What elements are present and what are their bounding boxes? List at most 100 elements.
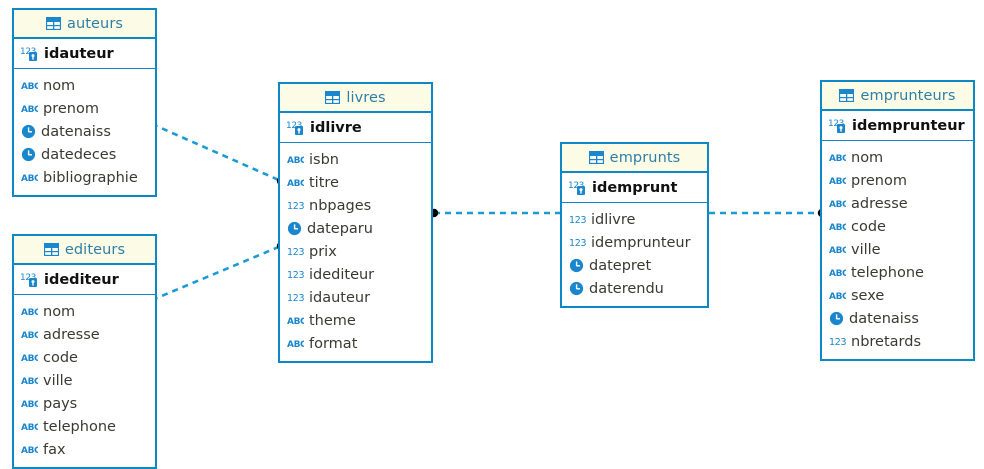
svg-text:123: 123 <box>287 293 304 304</box>
123-number-icon: 123 <box>287 245 304 258</box>
svg-text:ABC: ABC <box>829 200 846 210</box>
field-label: datepret <box>589 257 652 274</box>
field-row-daterendu[interactable]: daterendu <box>562 277 707 300</box>
field-row-nom[interactable]: ABC nom <box>822 146 973 169</box>
abc-text-icon: ABC <box>21 420 38 433</box>
svg-text:ABC: ABC <box>829 154 846 164</box>
clock-date-icon <box>569 281 584 296</box>
field-label: nom <box>43 77 76 94</box>
svg-text:ABC: ABC <box>829 292 846 302</box>
field-row-format[interactable]: ABC format <box>280 332 431 355</box>
svg-text:123: 123 <box>287 201 304 212</box>
table-name-label: emprunts <box>609 149 681 166</box>
field-label: format <box>309 335 358 352</box>
table-name-label: editeurs <box>64 241 126 258</box>
abc-text-icon: ABC <box>829 220 846 233</box>
field-label: idediteur <box>309 266 375 283</box>
relationship-livres-emprunts[interactable] <box>429 208 560 218</box>
123-number-icon: 123 <box>829 335 846 348</box>
table-header-auteurs[interactable]: auteurs <box>14 10 155 39</box>
clock-date-icon <box>21 124 36 139</box>
table-header-emprunteurs[interactable]: emprunteurs <box>822 82 973 111</box>
svg-text:123: 123 <box>287 270 304 281</box>
field-row-datenaiss[interactable]: datenaiss <box>14 120 155 143</box>
field-label: datenaiss <box>849 310 919 327</box>
field-row-datenaiss[interactable]: datenaiss <box>822 307 973 330</box>
table-name-label: emprunteurs <box>860 87 956 104</box>
field-row-prenom[interactable]: ABC prenom <box>14 97 155 120</box>
svg-text:ABC: ABC <box>21 308 38 318</box>
field-row-nom[interactable]: ABC nom <box>14 74 155 97</box>
svg-text:ABC: ABC <box>287 340 304 350</box>
svg-text:ABC: ABC <box>21 331 38 341</box>
field-label: sexe <box>851 287 885 304</box>
svg-text:ABC: ABC <box>287 317 304 327</box>
relationship-editeurs-livres[interactable] <box>151 241 286 302</box>
123-number-icon: 123 <box>287 268 304 281</box>
table-icon <box>43 243 59 256</box>
svg-text:ABC: ABC <box>21 105 38 115</box>
field-label: telephone <box>851 264 924 281</box>
field-row-dateparu[interactable]: dateparu <box>280 217 431 240</box>
abc-text-icon: ABC <box>829 289 846 302</box>
table-header-emprunts[interactable]: emprunts <box>562 144 707 173</box>
abc-text-icon: ABC <box>829 151 846 164</box>
table-icon <box>839 89 855 102</box>
abc-text-icon: ABC <box>287 176 304 189</box>
relationship-line <box>151 244 282 302</box>
relationship-emprunts-emprunteurs[interactable] <box>709 208 827 218</box>
clock-date-icon <box>569 258 584 273</box>
primary-key-icon: 123 <box>828 117 847 134</box>
abc-text-icon: ABC <box>21 79 38 92</box>
field-row-datedeces[interactable]: datedeces <box>14 143 155 166</box>
field-label: prenom <box>43 100 99 117</box>
clock-date-icon <box>829 311 844 326</box>
relationship-auteurs-livres[interactable] <box>151 122 286 186</box>
field-row-datepret[interactable]: datepret <box>562 254 707 277</box>
relationship-line <box>151 122 282 183</box>
field-label: nom <box>851 149 884 166</box>
field-row-idediteur[interactable]: 123 idediteur <box>280 263 431 286</box>
field-row-sexe[interactable]: ABC sexe <box>822 284 973 307</box>
table-header-livres[interactable]: livres <box>280 84 431 113</box>
clock-date-icon <box>21 147 36 162</box>
table-header-editeurs[interactable]: editeurs <box>14 236 155 265</box>
svg-text:ABC: ABC <box>287 156 304 166</box>
svg-text:ABC: ABC <box>21 446 38 456</box>
primary-key-icon: 123 <box>568 179 587 196</box>
abc-text-icon: ABC <box>21 102 38 115</box>
